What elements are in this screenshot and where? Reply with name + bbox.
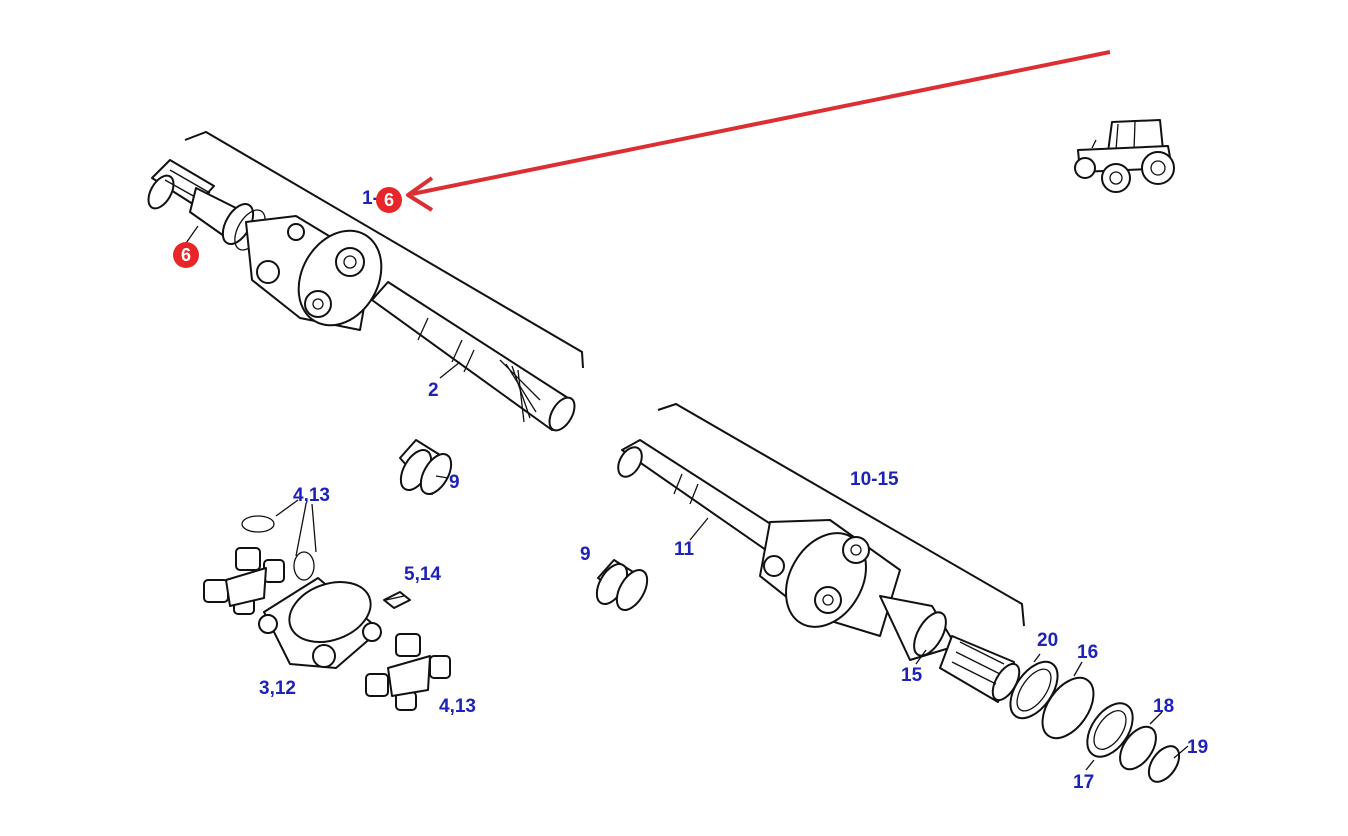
highlight-badge-spline: 6	[173, 242, 199, 268]
callout-spider-4-13-bottom: 4,13	[439, 696, 476, 717]
callout-bearing-9-upper: 9	[449, 472, 460, 493]
callout-ring-18: 18	[1153, 696, 1175, 717]
tractor-icon	[1074, 119, 1175, 193]
bearing-upper	[399, 439, 453, 495]
callout-boot-15: 15	[901, 665, 923, 686]
bracket-upper	[184, 130, 584, 369]
upper-shaft-assembly	[147, 159, 576, 432]
seal-rings	[1009, 660, 1181, 783]
lower-shaft-assembly	[617, 439, 1021, 703]
highlight-badge-main: 6	[376, 187, 402, 213]
callout-ring-17: 17	[1073, 772, 1095, 793]
red-arrow	[406, 50, 1111, 212]
bracket-lower	[657, 402, 1025, 627]
callout-ring-19: 19	[1187, 737, 1209, 758]
spider-yoke-group	[203, 499, 451, 711]
callout-ring-20: 20	[1037, 630, 1059, 651]
bearing-lower	[595, 559, 649, 611]
callout-assembly-2: 10-15	[850, 469, 899, 490]
callout-shaft-2: 2	[428, 380, 439, 401]
callout-yoke-3-12: 3,12	[259, 678, 296, 699]
leader-lines	[183, 225, 1189, 771]
callout-bearing-9-lower: 9	[580, 544, 591, 565]
callout-spider-4-13-top: 4,13	[293, 485, 330, 506]
callout-shaft-11: 11	[674, 539, 695, 560]
callout-ring-16: 16	[1077, 642, 1099, 663]
callout-grease-5-14: 5,14	[404, 564, 441, 585]
